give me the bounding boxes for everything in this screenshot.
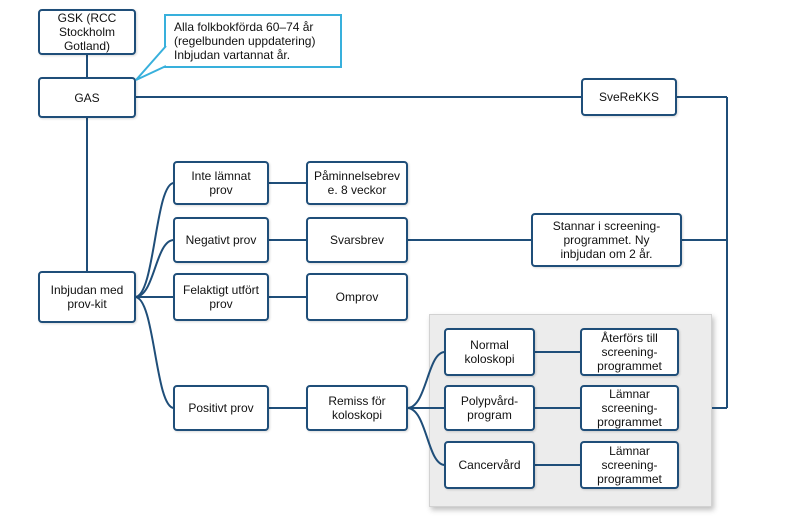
node-svarsbrev: Svarsbrev <box>306 217 408 263</box>
node-aterfors: Återförs till screening- programmet <box>580 328 679 376</box>
node-gas: GAS <box>38 77 136 118</box>
node-svereKKS: SveReKKS <box>581 78 677 116</box>
connector-branch-positivt <box>134 296 175 409</box>
node-omprov: Omprov <box>306 273 408 321</box>
node-lamnar-cancer: Lämnar screening- programmet <box>580 441 679 489</box>
node-negativt: Negativt prov <box>173 217 269 263</box>
node-paminnelse: Påminnelsebrev e. 8 veckor <box>306 161 408 205</box>
node-polyp: Polypvård- program <box>444 385 535 431</box>
node-stannar: Stannar i screening- programmet. Ny inbj… <box>531 213 682 267</box>
node-remiss: Remiss för koloskopi <box>306 385 408 431</box>
node-cancer: Cancervård <box>444 441 535 489</box>
node-normal: Normal koloskopi <box>444 328 535 376</box>
node-gsk: GSK (RCC Stockholm Gotland) <box>38 9 136 55</box>
connector-branch-normal <box>406 351 446 409</box>
callout-invitation-note: Alla folkbokförda 60–74 år (regelbunden … <box>164 14 342 68</box>
node-inbjudan: Inbjudan med prov-kit <box>38 271 136 323</box>
connector-branch-inte-lamnat <box>134 182 175 298</box>
node-lamnar-polyp: Lämnar screening- programmet <box>580 385 679 431</box>
node-inte-lamnat: Inte lämnat prov <box>173 161 269 205</box>
node-felaktigt: Felaktigt utfört prov <box>173 273 269 321</box>
connector-branch-cancer <box>406 407 446 466</box>
connector-branch-negativt <box>134 239 175 298</box>
node-positivt: Positivt prov <box>173 385 269 431</box>
